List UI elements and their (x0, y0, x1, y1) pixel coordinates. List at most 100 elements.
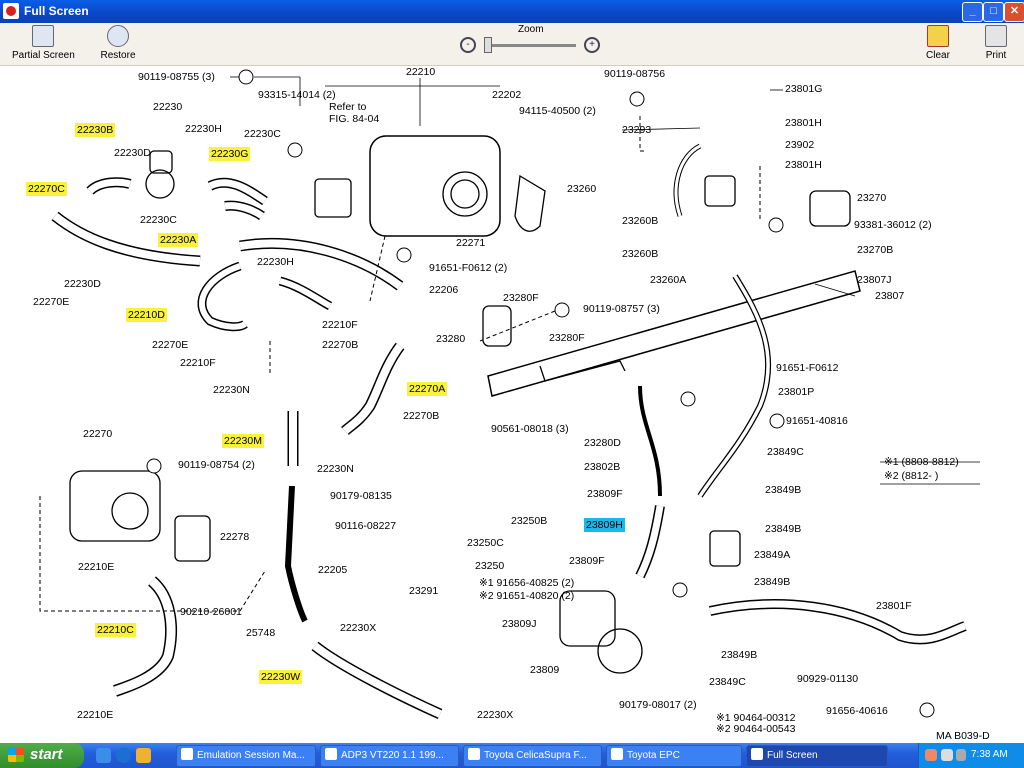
part-number-label: ※1 91656-40825 (2) (479, 577, 575, 589)
zoom-in-icon[interactable]: + (584, 37, 600, 53)
taskbar-button[interactable]: Emulation Session Ma... (176, 745, 316, 767)
part-number-label: FIG. 84-04 (329, 113, 380, 125)
tray-icon[interactable] (925, 749, 937, 761)
part-number-label[interactable]: 22230G (209, 147, 251, 161)
zoom-out-icon[interactable]: - (460, 37, 476, 53)
part-number-label: 23280 (436, 333, 466, 345)
part-number-label: 23250C (467, 537, 504, 549)
windows-logo-icon (8, 748, 24, 762)
part-number-label: 90179-08017 (2) (619, 699, 697, 711)
tray-icon[interactable] (941, 749, 953, 761)
part-number-label: ※1 90464-00312 (716, 712, 796, 724)
part-number-label: 22270E (33, 296, 70, 308)
part-number-label[interactable]: 22230W (259, 670, 303, 684)
part-number-label[interactable]: 22230M (222, 434, 264, 448)
partial-screen-icon (32, 25, 54, 47)
start-label: start (30, 746, 63, 763)
app-icon (468, 748, 480, 760)
part-number-label: 23801H (785, 159, 822, 171)
part-number-label: 23809F (587, 488, 623, 500)
part-number-label: 23250 (475, 560, 505, 572)
part-number-label: 90179-08135 (330, 490, 392, 502)
part-number-label: 22230N (317, 463, 354, 475)
part-number-label: 91651-F0612 (2) (429, 262, 508, 274)
part-number-label[interactable]: 22270A (407, 382, 448, 396)
part-number-label: 22230X (340, 622, 377, 634)
part-number-label: 23849C (767, 446, 804, 458)
part-number-label: 23270 (857, 192, 887, 204)
part-number-label: 23849B (765, 523, 802, 535)
part-number-label: 23807J (857, 274, 892, 286)
part-number-label: 22205 (318, 564, 348, 576)
part-number-label: 22230C (140, 214, 177, 226)
part-number-label[interactable]: 22210D (126, 308, 167, 322)
part-number-label: 93381-36012 (2) (854, 219, 932, 231)
part-number-label: 22210F (180, 357, 216, 369)
close-button[interactable]: ✕ (1004, 2, 1024, 22)
part-number-label: 23902 (785, 139, 815, 151)
print-button[interactable]: Print (980, 25, 1012, 61)
part-number-label: Refer to (329, 101, 367, 113)
tray-icon[interactable] (956, 749, 966, 761)
part-number-label: 22230H (185, 123, 222, 135)
app-icon (3, 3, 19, 19)
zoom-slider-track[interactable] (484, 44, 576, 47)
part-number-label[interactable]: 22230B (75, 123, 116, 137)
part-number-label: 91651-40816 (786, 415, 848, 427)
part-number-label: 23809F (569, 555, 605, 567)
taskbar-button[interactable]: Full Screen (746, 745, 888, 767)
part-number-label: 90116-08227 (335, 520, 397, 532)
taskbar-button[interactable]: Toyota EPC (606, 745, 742, 767)
zoom-label: Zoom (518, 24, 544, 35)
zoom-slider-handle[interactable] (484, 37, 492, 53)
part-number-label: 23260 (567, 183, 597, 195)
part-number-label[interactable]: 22270C (26, 182, 67, 196)
part-number-label: 90119-08755 (3) (138, 71, 215, 83)
part-number-label: 23849B (754, 576, 791, 588)
taskbar-button[interactable]: Toyota CelicaSupra F... (463, 745, 602, 767)
part-number-label: 23291 (409, 585, 439, 597)
desktop-icon[interactable] (96, 748, 111, 763)
part-number-label: 90119-08756 (604, 68, 666, 80)
restore-button[interactable]: Restore (96, 25, 140, 61)
print-label: Print (985, 50, 1007, 61)
app-icon (751, 748, 763, 760)
taskbar-button-label: Toyota EPC (627, 750, 680, 761)
maximize-button[interactable]: □ (983, 2, 1004, 22)
taskbar-button-label: Toyota CelicaSupra F... (484, 750, 587, 761)
part-number-label: 23280F (549, 332, 585, 344)
part-number-label[interactable]: 23809H (584, 518, 625, 532)
quick-launch-icon[interactable] (136, 748, 151, 763)
part-number-label: 23801F (876, 600, 912, 612)
part-number-label: 23802B (584, 461, 621, 473)
partial-screen-button[interactable]: Partial Screen (12, 25, 75, 61)
app-icon (611, 748, 623, 760)
start-button[interactable]: start (0, 743, 84, 768)
part-number-label: 23849C (709, 676, 746, 688)
internet-explorer-icon[interactable] (116, 748, 131, 763)
minimize-button[interactable]: _ (962, 2, 983, 22)
taskbar-button-label: Emulation Session Ma... (197, 750, 305, 761)
part-number-label[interactable]: 22230A (158, 233, 199, 247)
part-number-label: ※2 (8812- ) (884, 470, 939, 482)
diagram-drawing (39, 69, 980, 720)
part-number-label: 22270 (83, 428, 113, 440)
taskbar-button[interactable]: ADP3 VT220 1.1 199... (320, 745, 459, 767)
part-number-label: ※1 (8808-8812) (884, 456, 959, 468)
clear-button[interactable]: Clear (922, 25, 954, 61)
part-number-label: 22278 (220, 531, 250, 543)
part-number-label: 23809 (530, 664, 560, 676)
part-number-label: 23801P (778, 386, 815, 398)
toolbar: Partial Screen Restore Zoom - + Clear Pr… (0, 23, 1024, 66)
part-number-label: 23293 (622, 124, 652, 136)
taskbar: start Emulation Session Ma... ADP3 VT220 … (0, 743, 1024, 768)
part-number-label: 23809J (502, 618, 537, 630)
part-number-label: ※2 90464-00543 (716, 723, 796, 735)
part-number-label: 90119-08757 (3) (583, 303, 660, 315)
part-number-label[interactable]: 22210C (95, 623, 136, 637)
part-number-label: 22271 (456, 237, 486, 249)
part-number-label: 22210E (77, 709, 114, 721)
part-number-label: 22230X (477, 709, 514, 721)
part-number-label: 23849B (721, 649, 758, 661)
part-number-label: 22270B (403, 410, 440, 422)
